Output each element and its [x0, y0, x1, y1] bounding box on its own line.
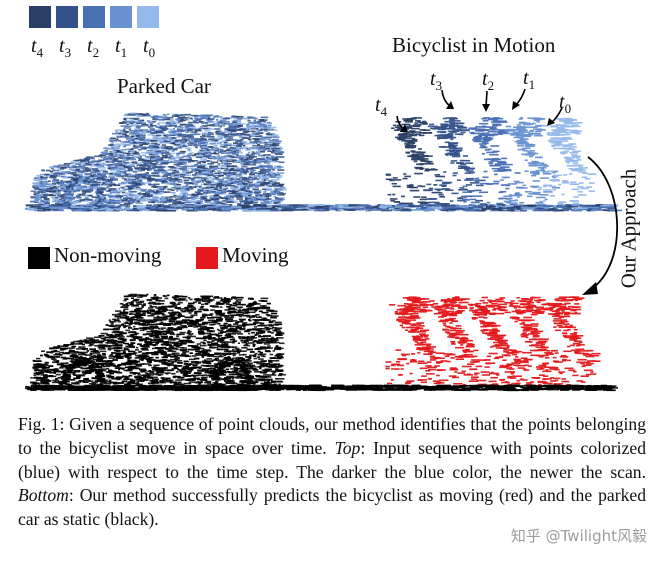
swatch-t4 [29, 6, 51, 28]
bike-label-t4: t4 [375, 94, 388, 119]
legend-label-t1: t1 [115, 35, 128, 60]
parked-car-point-cloud-top [30, 112, 287, 209]
swatch-t3 [56, 6, 78, 28]
non-moving-swatch [28, 247, 50, 269]
bike-label-t3: t3 [430, 68, 443, 93]
parked-car-label: Parked Car [117, 74, 211, 98]
caption-text-1: Given a sequence of point clouds, our me… [18, 414, 646, 458]
caption-bottom-label: Bottom [18, 485, 69, 506]
swatch-t0 [137, 6, 159, 28]
legend-label-t3: t3 [59, 35, 72, 60]
bike-label-t1: t1 [523, 67, 536, 92]
caption-text-3: : Our method successfully predicts the b… [18, 485, 646, 530]
bicyclist-label: Bicyclist in Motion [392, 33, 556, 57]
legend-label-t4: t4 [31, 35, 44, 60]
bike-label-t2: t2 [482, 68, 495, 93]
ground-points-bottom [25, 384, 618, 392]
parked-car-point-cloud-bottom [30, 293, 286, 390]
caption-top-label: Top [334, 437, 361, 458]
caption-text-2: : Input sequence with points colorized (… [18, 437, 646, 482]
non-moving-label: Non-moving [54, 243, 162, 267]
time-pointer-arrowheads [400, 101, 555, 132]
our-approach-label: Our Approach [616, 168, 641, 289]
legend-label-t0: t0 [143, 35, 156, 60]
swatch-t1 [110, 6, 132, 28]
moving-label: Moving [222, 243, 289, 267]
bicyclist-point-cloud-top [385, 117, 597, 207]
watermark: 知乎 @Twilight风毅 [510, 527, 647, 545]
figure-caption: Fig. 1: Given a sequence of point clouds… [18, 413, 646, 532]
ground-points-top [25, 204, 623, 212]
bicyclist-point-cloud-bottom [385, 296, 601, 386]
approach-arrow [587, 156, 619, 291]
legend-label-t2: t2 [87, 35, 100, 60]
bike-label-t0: t0 [559, 91, 572, 116]
moving-swatch [196, 247, 218, 269]
caption-fig-label: Fig. 1: [18, 414, 65, 434]
swatch-t2 [83, 6, 105, 28]
approach-arrowhead-icon [582, 282, 598, 295]
